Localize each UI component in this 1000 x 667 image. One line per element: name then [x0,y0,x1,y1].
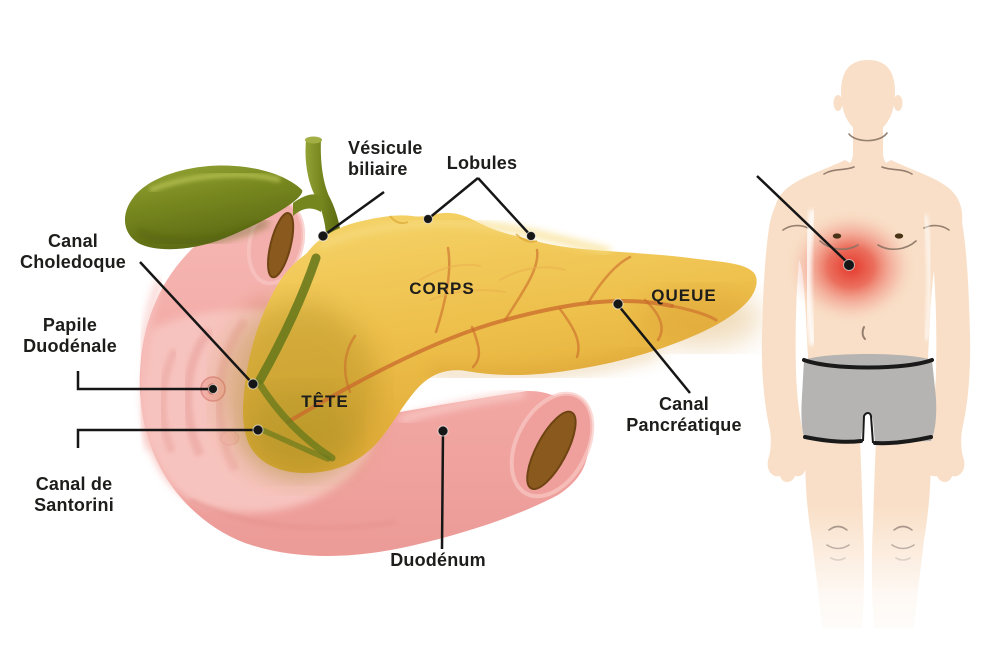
human-figure [756,60,978,667]
label-duodenum: Duodénum [390,550,486,571]
label-papile-duodenale: Papile Duodénale [23,315,117,357]
label-line: QUEUE [651,286,717,305]
leader-lobules-right [477,177,532,237]
leader-lobules-left [427,177,479,220]
leader-pancreatique [617,304,691,394]
label-line: Canal de [35,474,113,494]
leader-duodenum [440,430,445,550]
label-line: biliaire [348,158,408,179]
head [841,60,895,134]
leader-santorini [76,428,258,448]
label-canal-pancreatique: Canal Pancréatique [626,394,741,436]
label-line: Choledoque [20,251,126,272]
label-canal-santorini: Canal de Santorini [34,474,114,516]
leader-lines [76,175,850,550]
bile-duct [255,253,336,462]
label-line: Pancréatique [626,414,742,435]
label-corps: CORPS [409,279,474,299]
label-queue: QUEUE [651,286,716,306]
leader-body-location [756,175,850,265]
label-line: TÊTE [301,392,349,411]
label-line: CORPS [409,279,475,298]
label-line: Canal [658,394,710,414]
leader-papile [76,371,213,391]
label-line: Duodénum [390,550,486,570]
duodenum-right-opening [509,391,595,499]
label-canal-choledoque: Canal Choledoque [20,231,126,273]
boxer-shorts [801,354,937,446]
leader-vesicule [322,190,385,238]
label-line: Duodénale [23,335,117,356]
label-line: Santorini [34,494,114,515]
label-line: Lobules [446,153,518,173]
label-vesicule-biliaire: Vésicule biliaire [348,138,423,180]
label-line: Vésicule [348,138,423,158]
pancreatic-duct-veins [286,246,718,424]
label-tete: TÊTE [301,392,348,412]
leader-choledoque [139,261,254,385]
pancreas-shape [222,212,762,478]
label-line: Papile [42,315,98,335]
label-line: Canal [47,231,99,251]
leader-dots [208,214,855,437]
label-lobules: Lobules [447,153,517,174]
